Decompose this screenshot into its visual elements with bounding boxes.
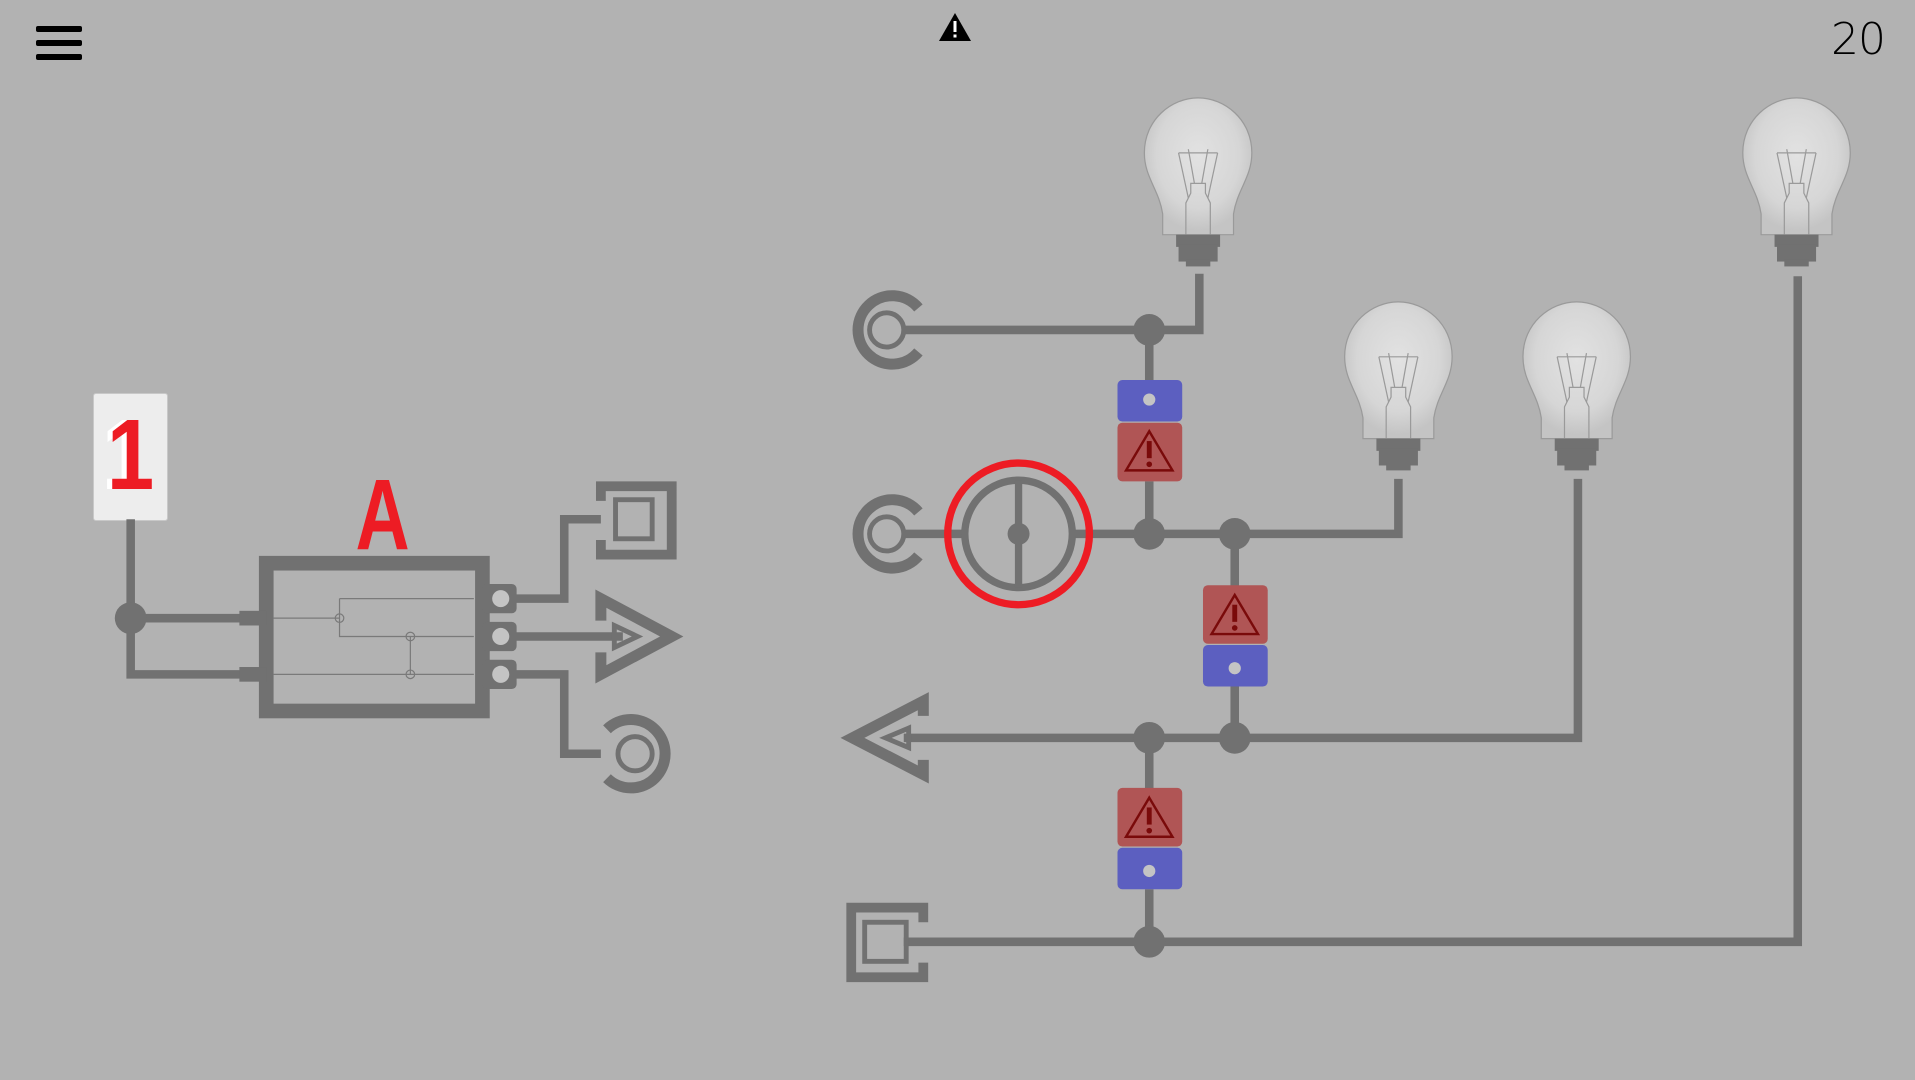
input-card-value: 1 bbox=[106, 399, 155, 511]
wire bbox=[903, 478, 1403, 539]
wire bbox=[503, 670, 601, 759]
diode-1[interactable] bbox=[1117, 380, 1183, 482]
rotary-switch[interactable] bbox=[944, 459, 1094, 609]
wire bbox=[903, 273, 1204, 335]
terminal-circle-1[interactable] bbox=[852, 290, 923, 370]
menu-button[interactable] bbox=[36, 26, 84, 62]
warning-triangle-icon bbox=[1209, 592, 1261, 636]
hamburger-line bbox=[36, 54, 82, 60]
diode-3[interactable] bbox=[1117, 787, 1183, 890]
warning-triangle-icon bbox=[1123, 795, 1175, 838]
junction-node bbox=[1218, 721, 1251, 754]
wire bbox=[903, 276, 1803, 947]
gate-output-port bbox=[492, 627, 510, 646]
terminal-triangle[interactable] bbox=[840, 692, 929, 784]
output-circle-symbol[interactable] bbox=[603, 714, 671, 794]
junction-node bbox=[1133, 925, 1166, 958]
warning-triangle-icon bbox=[1123, 428, 1175, 472]
wires bbox=[126, 273, 1803, 947]
wire bbox=[503, 514, 601, 603]
warning-triangle-icon bbox=[939, 13, 971, 41]
light-bulb-4 bbox=[1742, 97, 1851, 268]
output-square-symbol[interactable] bbox=[595, 481, 677, 560]
junctions bbox=[114, 314, 1251, 958]
gate-output-port bbox=[492, 590, 510, 608]
gate-output-port bbox=[492, 665, 510, 683]
output-triangle-symbol[interactable] bbox=[595, 589, 684, 684]
hamburger-line bbox=[36, 40, 82, 46]
junction-node bbox=[1133, 314, 1166, 346]
wire bbox=[126, 519, 264, 679]
level-number: 20 bbox=[1831, 14, 1886, 65]
terminal-square[interactable] bbox=[846, 902, 929, 983]
light-bulb-1 bbox=[1143, 97, 1253, 268]
hamburger-menu-icon bbox=[36, 26, 82, 32]
junction-node bbox=[1133, 721, 1166, 754]
diode-2[interactable] bbox=[1202, 585, 1268, 687]
junction-node bbox=[1133, 518, 1166, 550]
hint-button[interactable] bbox=[938, 12, 972, 42]
wire bbox=[903, 478, 1583, 743]
input-card[interactable]: 1 bbox=[93, 393, 168, 521]
logic-gate-a[interactable] bbox=[239, 555, 517, 719]
junction-node bbox=[1218, 518, 1251, 550]
light-bulb-3 bbox=[1522, 301, 1632, 471]
terminal-circle-2[interactable] bbox=[852, 494, 923, 574]
light-bulb-2 bbox=[1344, 301, 1453, 471]
selection-ring bbox=[944, 459, 1094, 609]
junction-node bbox=[114, 602, 147, 635]
